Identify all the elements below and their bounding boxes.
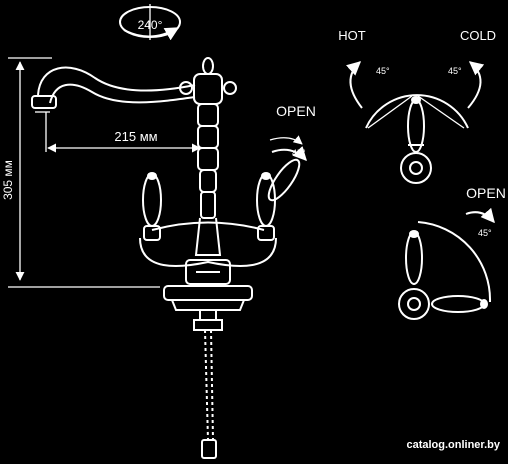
column-ring-2	[197, 125, 219, 149]
open-right-arrow-icon	[465, 207, 495, 224]
column-ring-4	[199, 169, 217, 193]
left-handle-lever	[142, 173, 162, 227]
hot-arrow-icon	[345, 61, 363, 109]
mounting-assembly	[163, 285, 253, 459]
hose-fitting	[201, 439, 217, 459]
hot-label: HOT	[338, 28, 366, 43]
spout-upper-edge	[37, 66, 196, 96]
right-handle: OPEN 45°	[256, 103, 316, 241]
cold-label: COLD	[460, 28, 496, 43]
spout-lower-edge	[49, 83, 196, 104]
open-label-right: OPEN	[466, 185, 506, 201]
open-handle-vertical	[405, 231, 423, 285]
open-right-angle-label: 45°	[478, 228, 492, 238]
hot-cold-handle-cap	[411, 96, 421, 104]
body-bridge	[139, 237, 277, 268]
open-handle-horizontal	[431, 295, 485, 313]
height-label: 305 мм	[1, 160, 15, 200]
base-gasket	[171, 299, 245, 311]
mixer-body	[139, 221, 277, 285]
head-body	[193, 73, 223, 105]
open-handle-vertical-cap	[409, 230, 419, 238]
head-left-knob	[179, 81, 193, 95]
column-base	[194, 217, 222, 256]
hot-angle-label: 45°	[376, 66, 390, 76]
hot-cold-arc	[365, 94, 469, 129]
mount-nut	[199, 309, 217, 321]
reach-label: 215 мм	[114, 129, 157, 144]
body-upper-line	[151, 221, 265, 231]
cold-angle-label: 45°	[448, 66, 462, 76]
central-column	[194, 103, 222, 256]
faucet-spout	[31, 66, 196, 113]
right-handle-base	[257, 225, 275, 241]
rotation-label: 240°	[138, 18, 163, 32]
open-arrow-icon	[271, 146, 307, 162]
hot-limit-line	[367, 95, 413, 129]
left-handle-cap	[147, 172, 157, 180]
open-direction-arrow-icon	[269, 135, 303, 145]
head-right-knob	[223, 81, 237, 95]
reach-dimension: 215 мм	[45, 112, 201, 153]
spout-aerator	[31, 95, 57, 109]
open-handle-horizontal-cap	[480, 299, 488, 309]
height-dimension: 305 мм	[1, 57, 160, 288]
rotation-indicator: 240°	[119, 4, 181, 41]
watermark: catalog.onliner.by	[406, 439, 500, 451]
column-ring-5	[200, 191, 216, 219]
body-collar	[185, 259, 231, 285]
mount-washer	[193, 319, 223, 331]
open-arc	[417, 221, 492, 303]
left-handle	[142, 172, 162, 241]
right-handle-open-position	[267, 158, 301, 202]
head-finial	[202, 57, 214, 75]
cold-limit-line	[417, 95, 465, 129]
left-handle-base	[143, 225, 161, 241]
column-ring-3	[197, 147, 219, 171]
open-diagram: OPEN 45°	[398, 185, 506, 320]
base-plate	[163, 285, 253, 301]
hot-cold-handle-hub	[400, 152, 432, 184]
supply-hose	[204, 329, 214, 441]
right-handle-cap	[261, 172, 271, 180]
open-label-main: OPEN	[276, 103, 316, 119]
open-angle-label: 45°	[292, 148, 306, 158]
hot-cold-handle-hub-inner	[409, 161, 423, 175]
open-handle-hub	[398, 288, 430, 320]
cold-arrow-icon	[467, 61, 485, 109]
hot-cold-diagram: HOT COLD 45° 45°	[338, 28, 496, 184]
column-ring-1	[197, 103, 219, 127]
open-handle-hub-inner	[407, 297, 421, 311]
